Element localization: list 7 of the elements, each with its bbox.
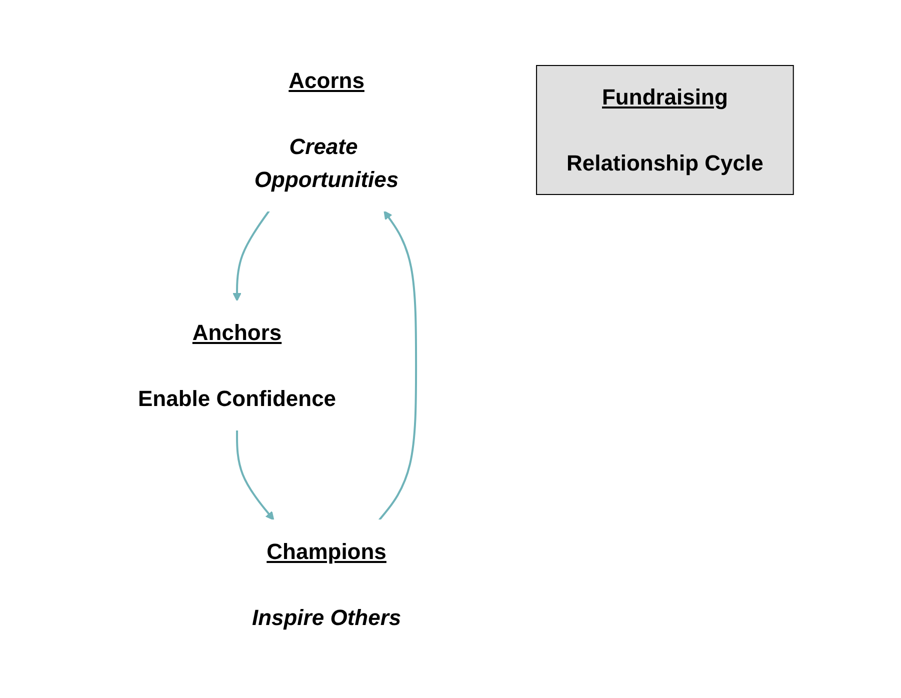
arrow	[378, 210, 417, 521]
node-text: Acorns Create Opportunities	[254, 68, 398, 192]
arrow	[236, 430, 274, 520]
arrow	[232, 210, 270, 302]
node-box: Fundraising Relationship Cycle	[536, 65, 794, 195]
node-text: Champions Inspire Others	[252, 538, 401, 630]
node-text: Anchors Enable Confidence	[138, 320, 336, 411]
